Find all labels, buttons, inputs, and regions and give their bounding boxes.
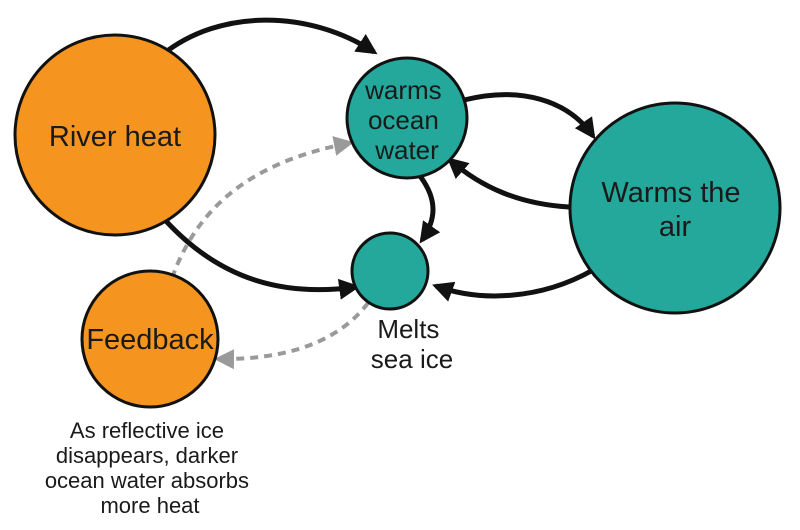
warms-ocean-node: [345, 56, 469, 180]
warms-air-node: [568, 101, 782, 315]
arrow-ocean-to-seaice: [417, 174, 441, 244]
feedback-node: [80, 269, 220, 409]
arrow-river-to-ocean: [160, 17, 378, 57]
warms-ocean-label: warms ocean water: [364, 75, 449, 165]
feedback-label: Feedback: [86, 324, 214, 356]
sea-ice-label: Melts sea ice: [371, 314, 453, 374]
river-heat-label: River heat: [49, 121, 181, 153]
dashed-arrow-seaice-to-feedback: [214, 301, 370, 370]
feedback-note: As reflective ice disappears, darker oce…: [45, 418, 255, 518]
warms-air-label: Warms the air: [601, 177, 748, 243]
arrow-ocean-to-air: [463, 92, 596, 140]
river-heat-node: [13, 33, 217, 237]
arrow-air-to-seaice: [432, 267, 595, 302]
dashed-arrow-feedback-to-ocean: [170, 136, 354, 279]
sea-ice-node: [350, 231, 430, 311]
arrow-air-to-ocean: [446, 157, 570, 210]
arrow-river-to-seaice: [156, 210, 361, 300]
